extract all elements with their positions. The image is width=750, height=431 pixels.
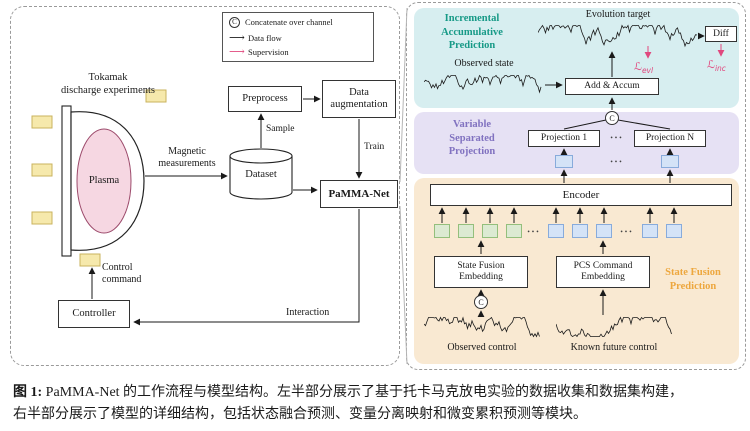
state-token <box>506 224 522 238</box>
legend-row-concat: C Concatenate over channel <box>229 17 367 28</box>
loss-evolution-sub: evl <box>641 66 654 75</box>
waveform-observed-control <box>424 316 540 338</box>
preprocess-box: Preprocess <box>228 86 302 112</box>
figure-caption-label: 图 1: <box>13 385 43 400</box>
train-label: Train <box>364 142 385 152</box>
latent-dots: ••• <box>610 158 624 166</box>
token-dots: ••• <box>527 228 541 236</box>
left-panel <box>10 6 400 366</box>
vsp-section-title: Variable Separated Projection <box>448 119 496 158</box>
state-token <box>434 224 450 238</box>
controller-box: Controller <box>58 300 130 328</box>
figure-caption: 图 1: PaMMA-Net 的工作流程与模型结构。左半部分展示了基于托卡马克放… <box>0 374 750 425</box>
command-token <box>596 224 612 238</box>
sample-label: Sample <box>266 124 295 134</box>
waveform-evolution-target <box>538 24 698 48</box>
magnetic-measurements-label: Magnetic measurements <box>158 146 216 169</box>
projection-1-box: Projection 1 <box>528 130 600 147</box>
figure-diagram: C Concatenate over channel ⟶ Data flow ⟶… <box>10 2 746 370</box>
command-token <box>572 224 588 238</box>
command-token <box>642 224 658 238</box>
iap-section-title: Incremental Accumulative Prediction <box>441 13 503 52</box>
tokamak-caption: Tokamak discharge experiments <box>61 72 155 96</box>
legend-dataflow-label: Data flow <box>248 32 282 43</box>
encoder-box: Encoder <box>430 184 732 206</box>
loss-evolution-symbol: ℒ <box>634 60 642 73</box>
control-command-label: Control command <box>102 262 142 285</box>
observed-state-label: Observed state <box>454 58 514 69</box>
data-augmentation-box: Data augmentation <box>322 80 396 118</box>
latent-token-1 <box>555 155 573 168</box>
concat-node-projections-icon: C <box>605 111 619 125</box>
loss-incremental-symbol: ℒ <box>707 58 715 71</box>
legend-supervision-label: Supervision <box>248 47 289 58</box>
legend-row-dataflow: ⟶ Data flow <box>229 31 367 44</box>
diff-box: Diff <box>705 26 737 42</box>
right-panel <box>406 2 746 370</box>
data-flow-arrow-icon: ⟶ <box>229 31 245 44</box>
waveform-known-future-control <box>556 316 672 338</box>
state-token <box>458 224 474 238</box>
projection-n-box: Projection N <box>634 130 706 147</box>
evolution-target-label: Evolution target <box>585 9 651 20</box>
command-token <box>548 224 564 238</box>
state-fusion-embedding-box: State Fusion Embedding <box>434 256 528 288</box>
command-token <box>666 224 682 238</box>
add-accum-box: Add & Accum <box>565 78 659 95</box>
loss-incremental-sub: inc <box>714 64 726 73</box>
concat-icon: C <box>229 17 240 28</box>
loss-incremental-label: ℒinc <box>707 58 726 73</box>
legend: C Concatenate over channel ⟶ Data flow ⟶… <box>222 12 374 62</box>
loss-evolution-label: ℒevl <box>634 60 653 75</box>
dataset-label: Dataset <box>245 169 277 180</box>
concat-node-control-icon: C <box>474 295 488 309</box>
projection-dots: ••• <box>610 134 624 142</box>
pamma-net-box: PaMMA-Net <box>320 180 398 208</box>
token-dots: ••• <box>620 228 634 236</box>
interaction-label: Interaction <box>286 307 330 318</box>
known-future-control-label: Known future control <box>570 342 658 353</box>
legend-row-supervision: ⟶ Supervision <box>229 46 367 59</box>
figure-caption-text: PaMMA-Net 的工作流程与模型结构。左半部分展示了基于托卡马克放电实验的数… <box>13 385 684 422</box>
observed-control-label: Observed control <box>447 342 517 353</box>
waveform-observed-state <box>424 74 542 94</box>
legend-concat-label: Concatenate over channel <box>245 17 333 28</box>
pcs-command-embedding-box: PCS Command Embedding <box>556 256 650 288</box>
latent-token-n <box>661 155 679 168</box>
state-token <box>482 224 498 238</box>
sfp-section-title: State Fusion Prediction <box>665 267 721 292</box>
plasma-label: Plasma <box>88 175 120 186</box>
supervision-arrow-icon: ⟶ <box>229 46 245 59</box>
